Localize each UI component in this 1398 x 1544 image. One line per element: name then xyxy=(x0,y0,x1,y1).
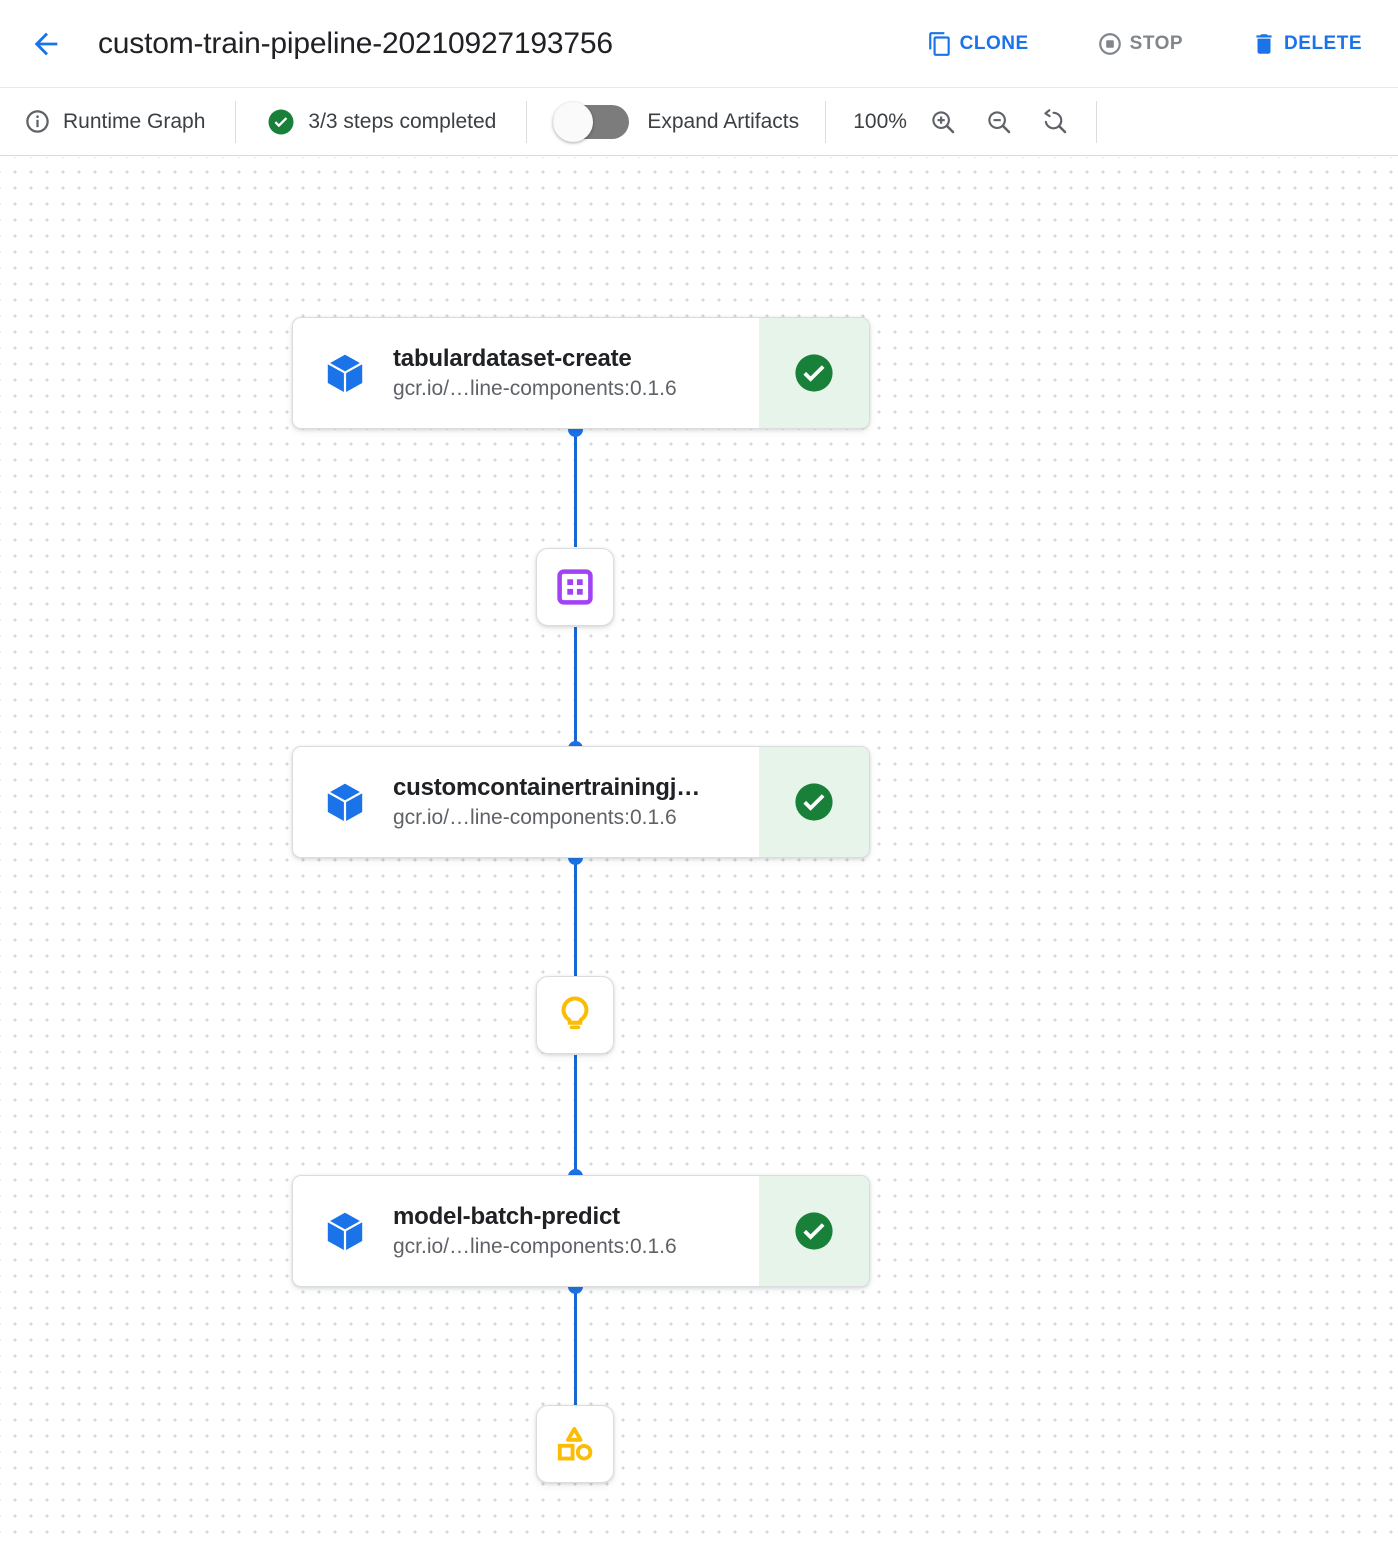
node-text: customcontainertrainingj… gcr.io/…line-c… xyxy=(393,774,700,830)
expand-artifacts-toggle[interactable] xyxy=(553,101,630,142)
delete-button[interactable]: DELETE xyxy=(1241,23,1372,65)
arrow-left-icon xyxy=(34,32,58,55)
status-badge xyxy=(759,318,869,428)
node-text: model-batch-predict gcr.io/…line-compone… xyxy=(393,1203,677,1259)
runtime-graph-label-group: Runtime Graph xyxy=(24,108,235,135)
cube-icon xyxy=(319,1205,371,1257)
header-actions: CLONE STOP DELETE xyxy=(917,23,1372,65)
edge-node3-artifact3 xyxy=(574,1286,577,1406)
node-subtitle: gcr.io/…line-components:0.1.6 xyxy=(393,1235,677,1258)
node-title: model-batch-predict xyxy=(393,1203,620,1230)
toggle-knob xyxy=(553,101,594,142)
node-subtitle: gcr.io/…line-components:0.1.6 xyxy=(393,377,677,400)
shapes-icon xyxy=(557,1427,593,1461)
edge-artifact2-node3 xyxy=(574,1055,577,1177)
expand-artifacts-label: Expand Artifacts xyxy=(647,109,800,133)
edge-node2-artifact2 xyxy=(574,857,577,976)
zoom-reset-icon xyxy=(1044,108,1067,133)
steps-status-label: 3/3 steps completed xyxy=(308,109,497,133)
edge-artifact1-node2 xyxy=(574,627,577,749)
node-body: tabulardataset-create gcr.io/…line-compo… xyxy=(293,318,759,428)
toolbar-divider-2 xyxy=(526,100,528,143)
trash-icon xyxy=(1256,33,1272,54)
node-body: model-batch-predict gcr.io/…line-compone… xyxy=(293,1176,759,1286)
zoom-level-label: 100% xyxy=(853,109,907,133)
check-circle-icon xyxy=(268,109,294,134)
zoom-controls: 100% xyxy=(826,101,1096,143)
graph-toolbar: Runtime Graph 3/3 steps completed Expand… xyxy=(0,88,1398,156)
zoom-out-icon xyxy=(988,110,1011,133)
stop-button-label: STOP xyxy=(1129,32,1184,54)
toolbar-divider-1 xyxy=(235,100,237,143)
zoom-out-button[interactable] xyxy=(978,101,1020,143)
cube-icon xyxy=(319,776,371,828)
zoom-in-icon xyxy=(932,110,955,133)
graph-node-model-batch-predict[interactable]: model-batch-predict gcr.io/…line-compone… xyxy=(292,1175,870,1287)
graph-artifact-dataset[interactable] xyxy=(536,548,614,626)
graph-artifact-model[interactable] xyxy=(536,976,614,1054)
page-title: custom-train-pipeline-20210927193756 xyxy=(98,26,613,60)
toolbar-divider-3 xyxy=(825,100,827,143)
status-badge xyxy=(759,1176,869,1286)
check-circle-icon xyxy=(795,354,833,392)
zoom-in-button[interactable] xyxy=(922,101,964,143)
clone-button-label: CLONE xyxy=(959,32,1029,54)
page-header: custom-train-pipeline-20210927193756 CLO… xyxy=(0,0,1398,88)
node-text: tabulardataset-create gcr.io/…line-compo… xyxy=(393,345,677,401)
node-title: customcontainertrainingj… xyxy=(393,774,701,801)
stop-button[interactable]: STOP xyxy=(1087,23,1193,65)
status-badge xyxy=(759,747,869,857)
check-circle-icon xyxy=(795,1212,833,1250)
info-icon xyxy=(26,110,49,133)
stop-icon xyxy=(1098,32,1121,55)
node-title: tabulardataset-create xyxy=(393,345,632,372)
toolbar-divider-4 xyxy=(1096,100,1098,143)
clone-button[interactable]: CLONE xyxy=(917,23,1039,65)
dataset-icon xyxy=(557,569,593,605)
graph-node-customcontainertrainingjob[interactable]: customcontainertrainingj… gcr.io/…line-c… xyxy=(292,746,870,858)
delete-button-label: DELETE xyxy=(1284,32,1362,54)
cube-icon xyxy=(319,347,371,399)
pipeline-graph: tabulardataset-create gcr.io/…line-compo… xyxy=(0,157,1398,1544)
node-subtitle: gcr.io/…line-components:0.1.6 xyxy=(393,806,677,829)
runtime-graph-label: Runtime Graph xyxy=(63,109,206,133)
copy-icon xyxy=(928,31,950,56)
edge-node1-artifact1 xyxy=(574,429,577,547)
check-circle-icon xyxy=(795,783,833,821)
expand-artifacts-group: Expand Artifacts xyxy=(527,101,825,142)
graph-node-tabulardataset-create[interactable]: tabulardataset-create gcr.io/…line-compo… xyxy=(292,317,870,429)
steps-status: 3/3 steps completed xyxy=(236,107,526,137)
zoom-reset-button[interactable] xyxy=(1034,101,1076,143)
back-button[interactable] xyxy=(22,20,70,68)
lightbulb-icon xyxy=(561,996,589,1029)
graph-artifact-metrics[interactable] xyxy=(536,1405,614,1483)
graph-canvas[interactable]: tabulardataset-create gcr.io/…line-compo… xyxy=(0,157,1398,1544)
node-body: customcontainertrainingj… gcr.io/…line-c… xyxy=(293,747,759,857)
